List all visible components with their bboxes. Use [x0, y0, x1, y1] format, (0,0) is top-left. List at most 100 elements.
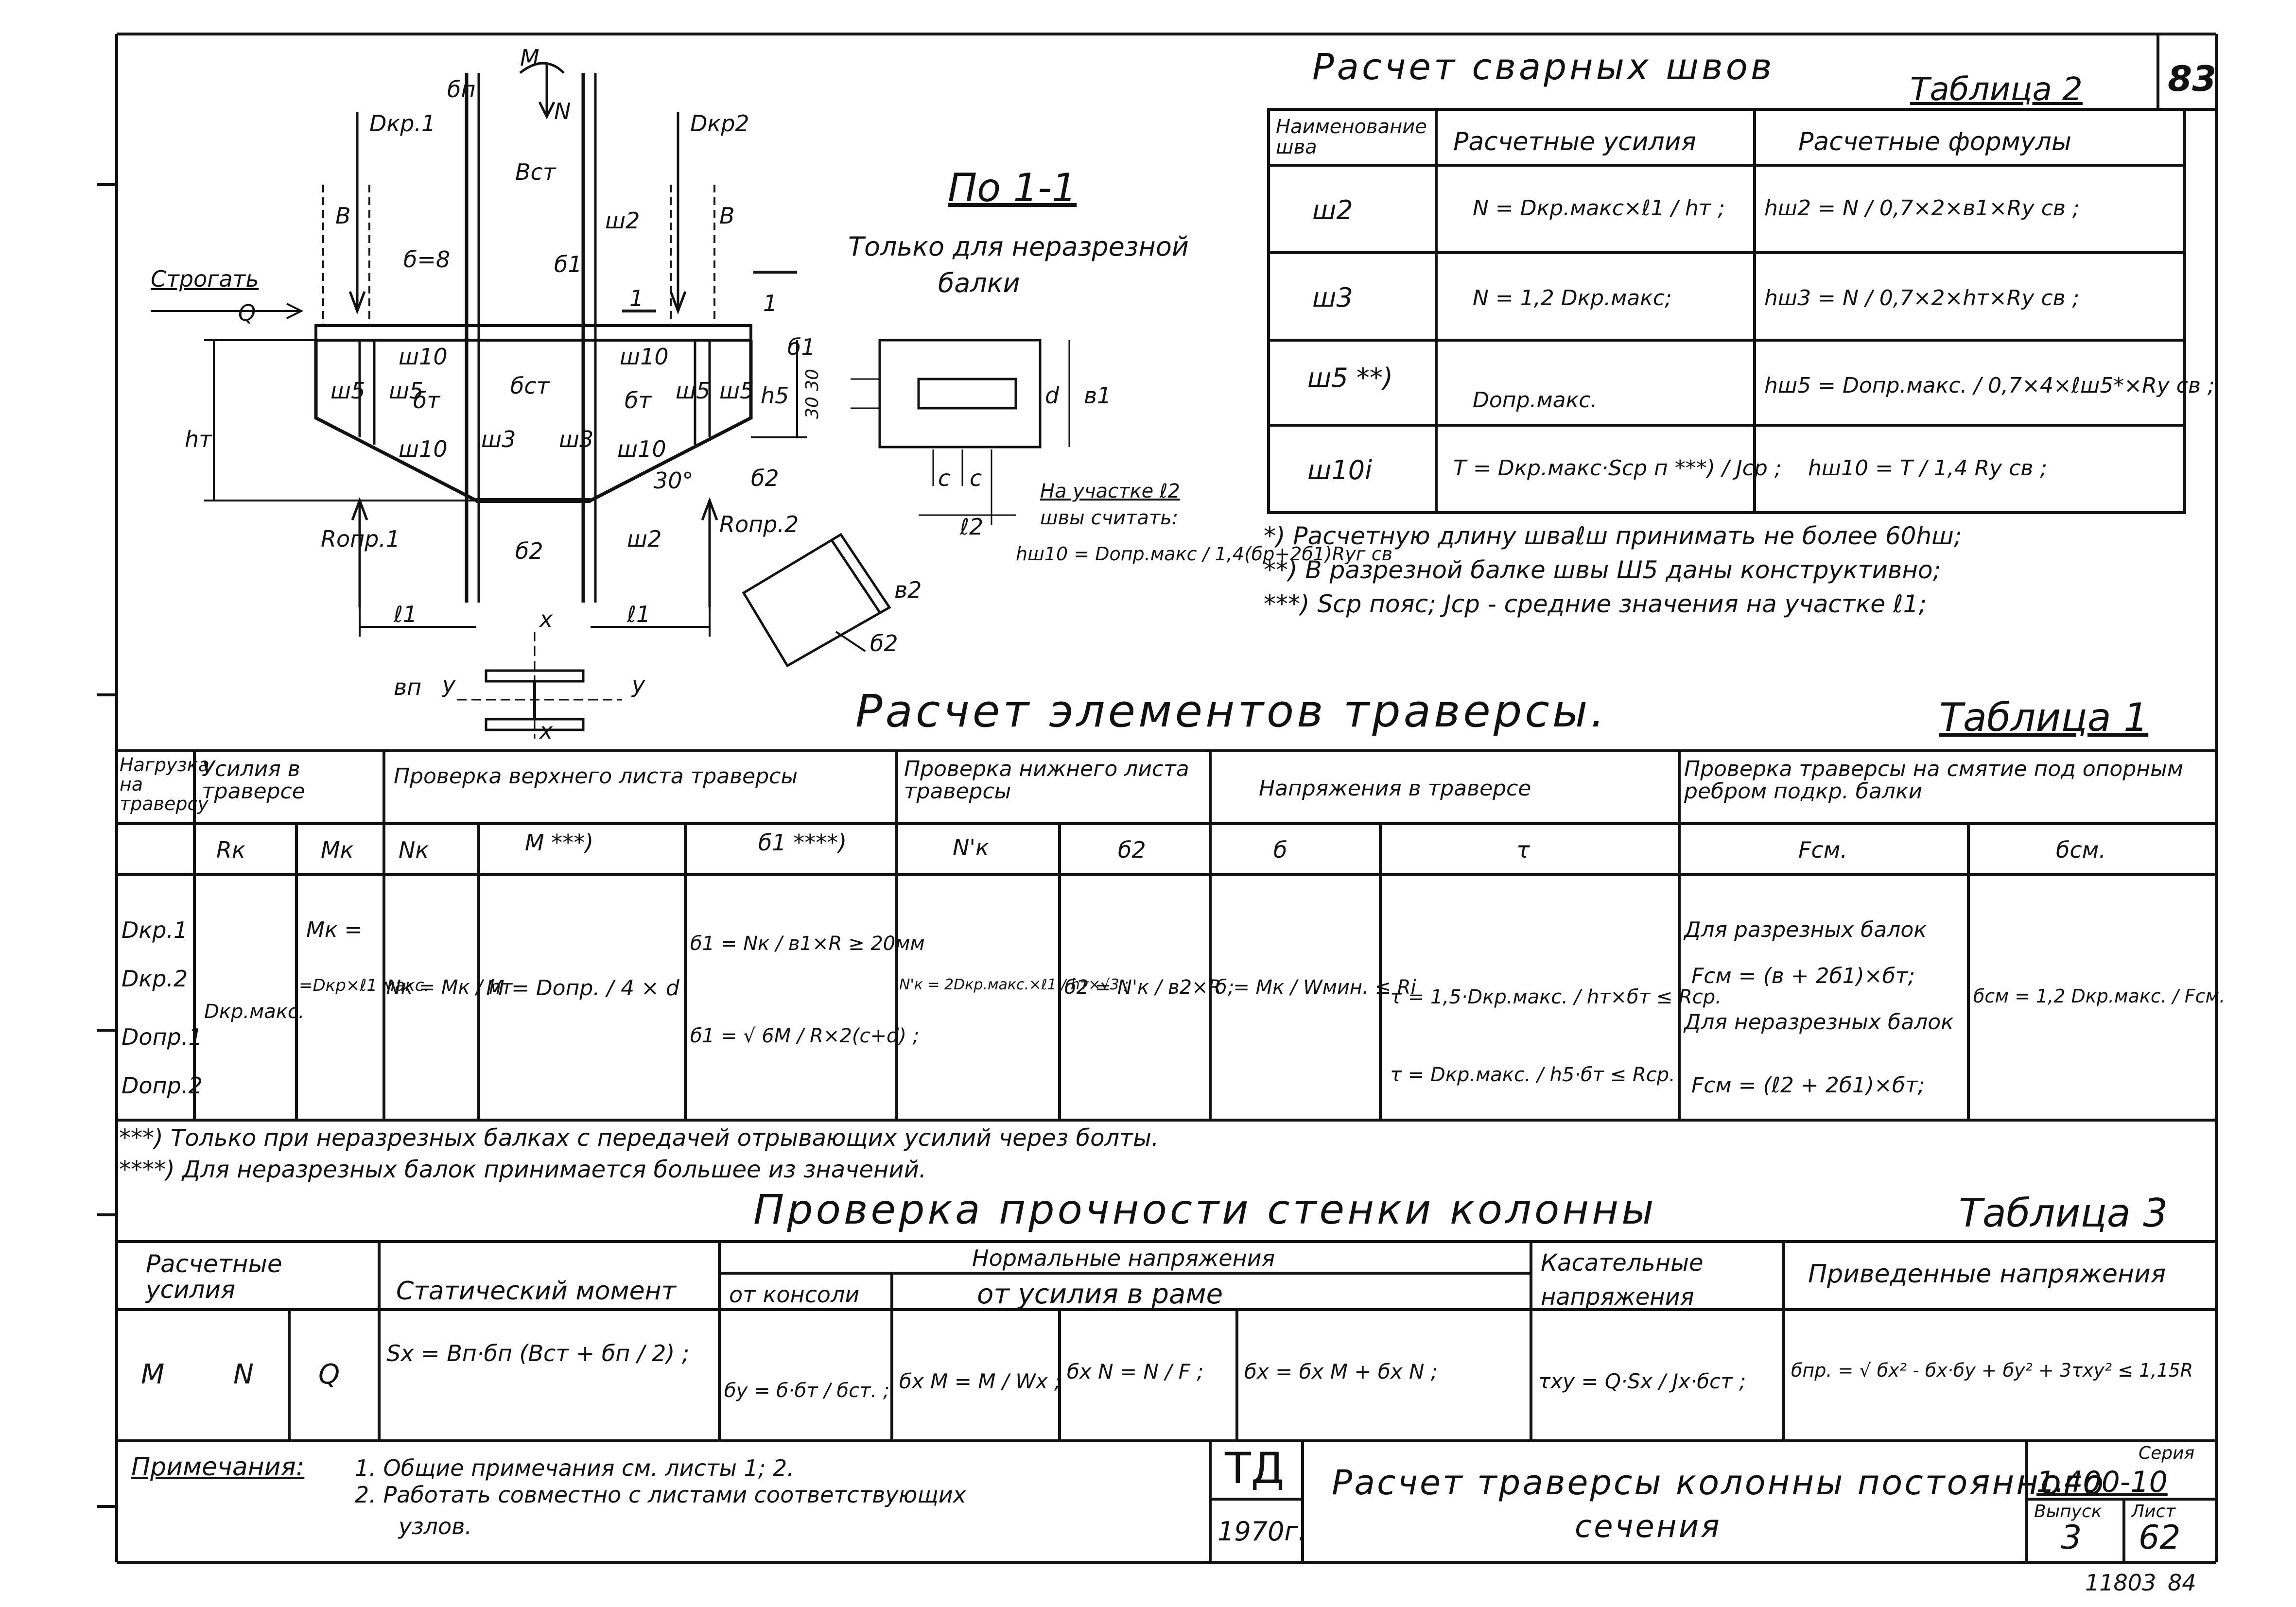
label-sh10-low-left: ш10	[399, 436, 448, 462]
table3-cell-n: N	[233, 1359, 254, 1390]
table2-note-3: ***) Sср пояс; Jср - средние значения на…	[1264, 590, 1927, 618]
table1-header-forces: Усилия в траверсе	[202, 757, 305, 804]
label-l1-left: ℓ1	[394, 601, 417, 627]
section-b1: в1	[1084, 382, 1112, 409]
section-c2: c	[970, 465, 982, 491]
table3-cell-sxn: бx N = N / F ;	[1067, 1360, 1204, 1383]
label-ropr2: Rопр.2	[719, 511, 799, 537]
table1-cell-tau-b: τ = Dкр.макс. / h5·бт ≤ Rср.	[1390, 1064, 1675, 1086]
label-x-bot: x	[539, 718, 553, 744]
table2-header-formula: Расчетные формулы	[1798, 127, 2071, 156]
table1-col-b2: б2	[1118, 837, 1146, 863]
sheet-bottom-number: 11803	[2085, 1570, 2157, 1596]
label-b1: б1	[554, 251, 582, 277]
section-note-2: швы считать:	[1040, 507, 1179, 529]
table1-cell-mk-1: Mк =	[306, 917, 363, 942]
label-b8: б=8	[403, 246, 451, 273]
sheet-title-1: Расчет траверсы колонны постоянного	[1332, 1463, 2106, 1503]
label-x-top: x	[539, 606, 553, 632]
sheet-title-2: сечения	[1575, 1509, 1722, 1545]
section-title: По 1-1	[948, 165, 1077, 210]
table1-cell-fcm-3: Для неразрезных балок	[1684, 1010, 1954, 1035]
table1-col-fcm: Fсм.	[1798, 837, 1848, 863]
table3-header-frame: от усилия в раме	[977, 1279, 1223, 1310]
label-bn: бп	[447, 76, 476, 103]
table1-cell-nk2: N'к = 2Dкр.макс.×ℓ1 / hт×√3 ;	[899, 976, 1129, 993]
table2-title: Расчет сварных швов	[1312, 46, 1775, 88]
table1-cell-mk-2: =Dкр×ℓ1 макс.	[299, 976, 430, 995]
table1-cell-rk: Dкр.макс.	[204, 1001, 305, 1023]
table1-header-bottom-sheet: Проверка нижнего листа траверсы	[904, 757, 1189, 804]
issue-value: 3	[2061, 1519, 2082, 1557]
table2-row1-formula: hш2 = N / 0,7×2×в1×Rу св ;	[1764, 196, 2080, 221]
label-sh5-a: ш5	[330, 378, 365, 404]
traverse-drawing	[151, 62, 1070, 739]
table3-cell-sx: Sx = Bп·бп (Bст + бп / 2) ;	[386, 1340, 690, 1366]
label-b-right: B	[719, 203, 735, 229]
table2-row2-formula: hш3 = N / 0,7×2×hт×Rу св ;	[1764, 286, 2080, 311]
table3-header-normal: Нормальные напряжения	[972, 1245, 1275, 1271]
section-subtitle-1: Только для неразрезной	[848, 231, 1189, 262]
note-1: 1. Общие примечания см. листы 1; 2.	[355, 1455, 794, 1481]
issue-label: Выпуск	[2034, 1502, 2102, 1521]
table1-col-b1: б1 ****)	[758, 829, 847, 856]
section-b2-detail-low: б2	[870, 630, 898, 657]
table3-cell-q: Q	[318, 1359, 340, 1390]
label-ropr1: Rопр.1	[321, 526, 400, 552]
label-cut-right: 1	[763, 290, 778, 316]
table1-col-m: M ***)	[525, 829, 594, 856]
label-sh2-low: ш2	[627, 526, 662, 552]
table2-row1-force: N = Dкр.макс×ℓ1 / hт ;	[1473, 196, 1725, 221]
label-bn-bot: вп	[394, 674, 422, 700]
table2-row4-formula: hш10 = T / 1,4 Rу св ;	[1808, 456, 2048, 481]
label-moment: M	[520, 45, 539, 71]
label-cut-left: 1	[629, 285, 644, 311]
table2-label: Таблица 2	[1910, 70, 2083, 108]
table3-header-static: Статический момент	[396, 1277, 676, 1306]
table1-load-2: Dкр.2	[122, 966, 188, 992]
label-h5: h5	[761, 382, 789, 409]
note-2: 2. Работать совместно с листами соответс…	[355, 1482, 966, 1508]
table2-header-name: Наименование шва	[1276, 116, 1427, 158]
table1-cell-b1-b: б1 = √ 6M / R×2(c+d) ;	[690, 1025, 920, 1047]
label-sh5-d: ш5	[719, 378, 754, 404]
table2-row4-force: T = Dкр.макс·Sср п ***) / Jср ;	[1453, 456, 1782, 481]
label-bt-left: бт	[413, 387, 440, 414]
label-ht: hт	[185, 426, 212, 452]
table2-frame	[1267, 108, 2186, 514]
sheet-label: Лист	[2131, 1502, 2176, 1521]
label-bt-right: бт	[625, 387, 652, 414]
table2-row1-name: ш2	[1312, 195, 1353, 225]
label-bst-mid: бст	[510, 373, 550, 399]
label-y-right: y	[632, 672, 645, 698]
table1-label: Таблица 1	[1939, 695, 2149, 740]
label-b2-right: б2	[751, 465, 779, 491]
series-label: Серия	[2139, 1443, 2195, 1463]
label-normal-force: N	[554, 98, 571, 124]
table1-title: Расчет элементов траверсы.	[855, 685, 1608, 737]
label-sh10-low-right: ш10	[617, 436, 666, 462]
table1-note-2: ****) Для неразрезных балок принимается …	[119, 1156, 927, 1183]
table1-cell-nk: Nк = Mк / hт	[386, 976, 513, 999]
label-sh10-mid: ш10	[620, 344, 669, 370]
label-sh3-a: ш3	[481, 426, 516, 452]
table1-col-scm: бсм.	[2056, 837, 2106, 863]
table1-cell-b1-a: б1 = Nк / в1×R ≥ 20мм	[690, 933, 925, 955]
section-l2: ℓ2	[960, 514, 984, 540]
table3-header-reduced: Приведенные напряжения	[1808, 1260, 2166, 1289]
table2-row4-name: ш10i	[1307, 455, 1373, 485]
table1-load-1: Dкр.1	[122, 917, 188, 943]
table3-cell-sxm: бx M = M / Wx ;	[899, 1369, 1061, 1393]
table1-header-top-sheet: Проверка верхнего листа траверсы	[394, 764, 798, 789]
table3-header-forces: Расчетные усилия	[146, 1250, 282, 1304]
table3-cell-sx: бx = бx M + бx N ;	[1244, 1360, 1438, 1383]
table3-cell-sy: бу = б·бт / бст. ;	[724, 1380, 890, 1402]
sheet-corner-number: 83	[2168, 58, 2217, 99]
section-formula: hш10 = Dопр.макс / 1,4(бр+2б1)Rуг св	[1016, 543, 1393, 565]
table1-header-crush: Проверка траверсы на смятие под опорным …	[1684, 757, 2183, 804]
label-y-left: y	[442, 672, 456, 698]
table3-cell-spr: бпр. = √ бx² - бx·бy + бy² + 3τxy² ≤ 1,1…	[1791, 1360, 2193, 1381]
section-dim-30-30: 30 30	[802, 368, 823, 419]
table2-note-1: *) Расчетную длину шваℓш принимать не бо…	[1264, 522, 1962, 550]
table3-cell-txy: τxy = Q·Sx / Jx·бст ;	[1538, 1369, 1746, 1393]
